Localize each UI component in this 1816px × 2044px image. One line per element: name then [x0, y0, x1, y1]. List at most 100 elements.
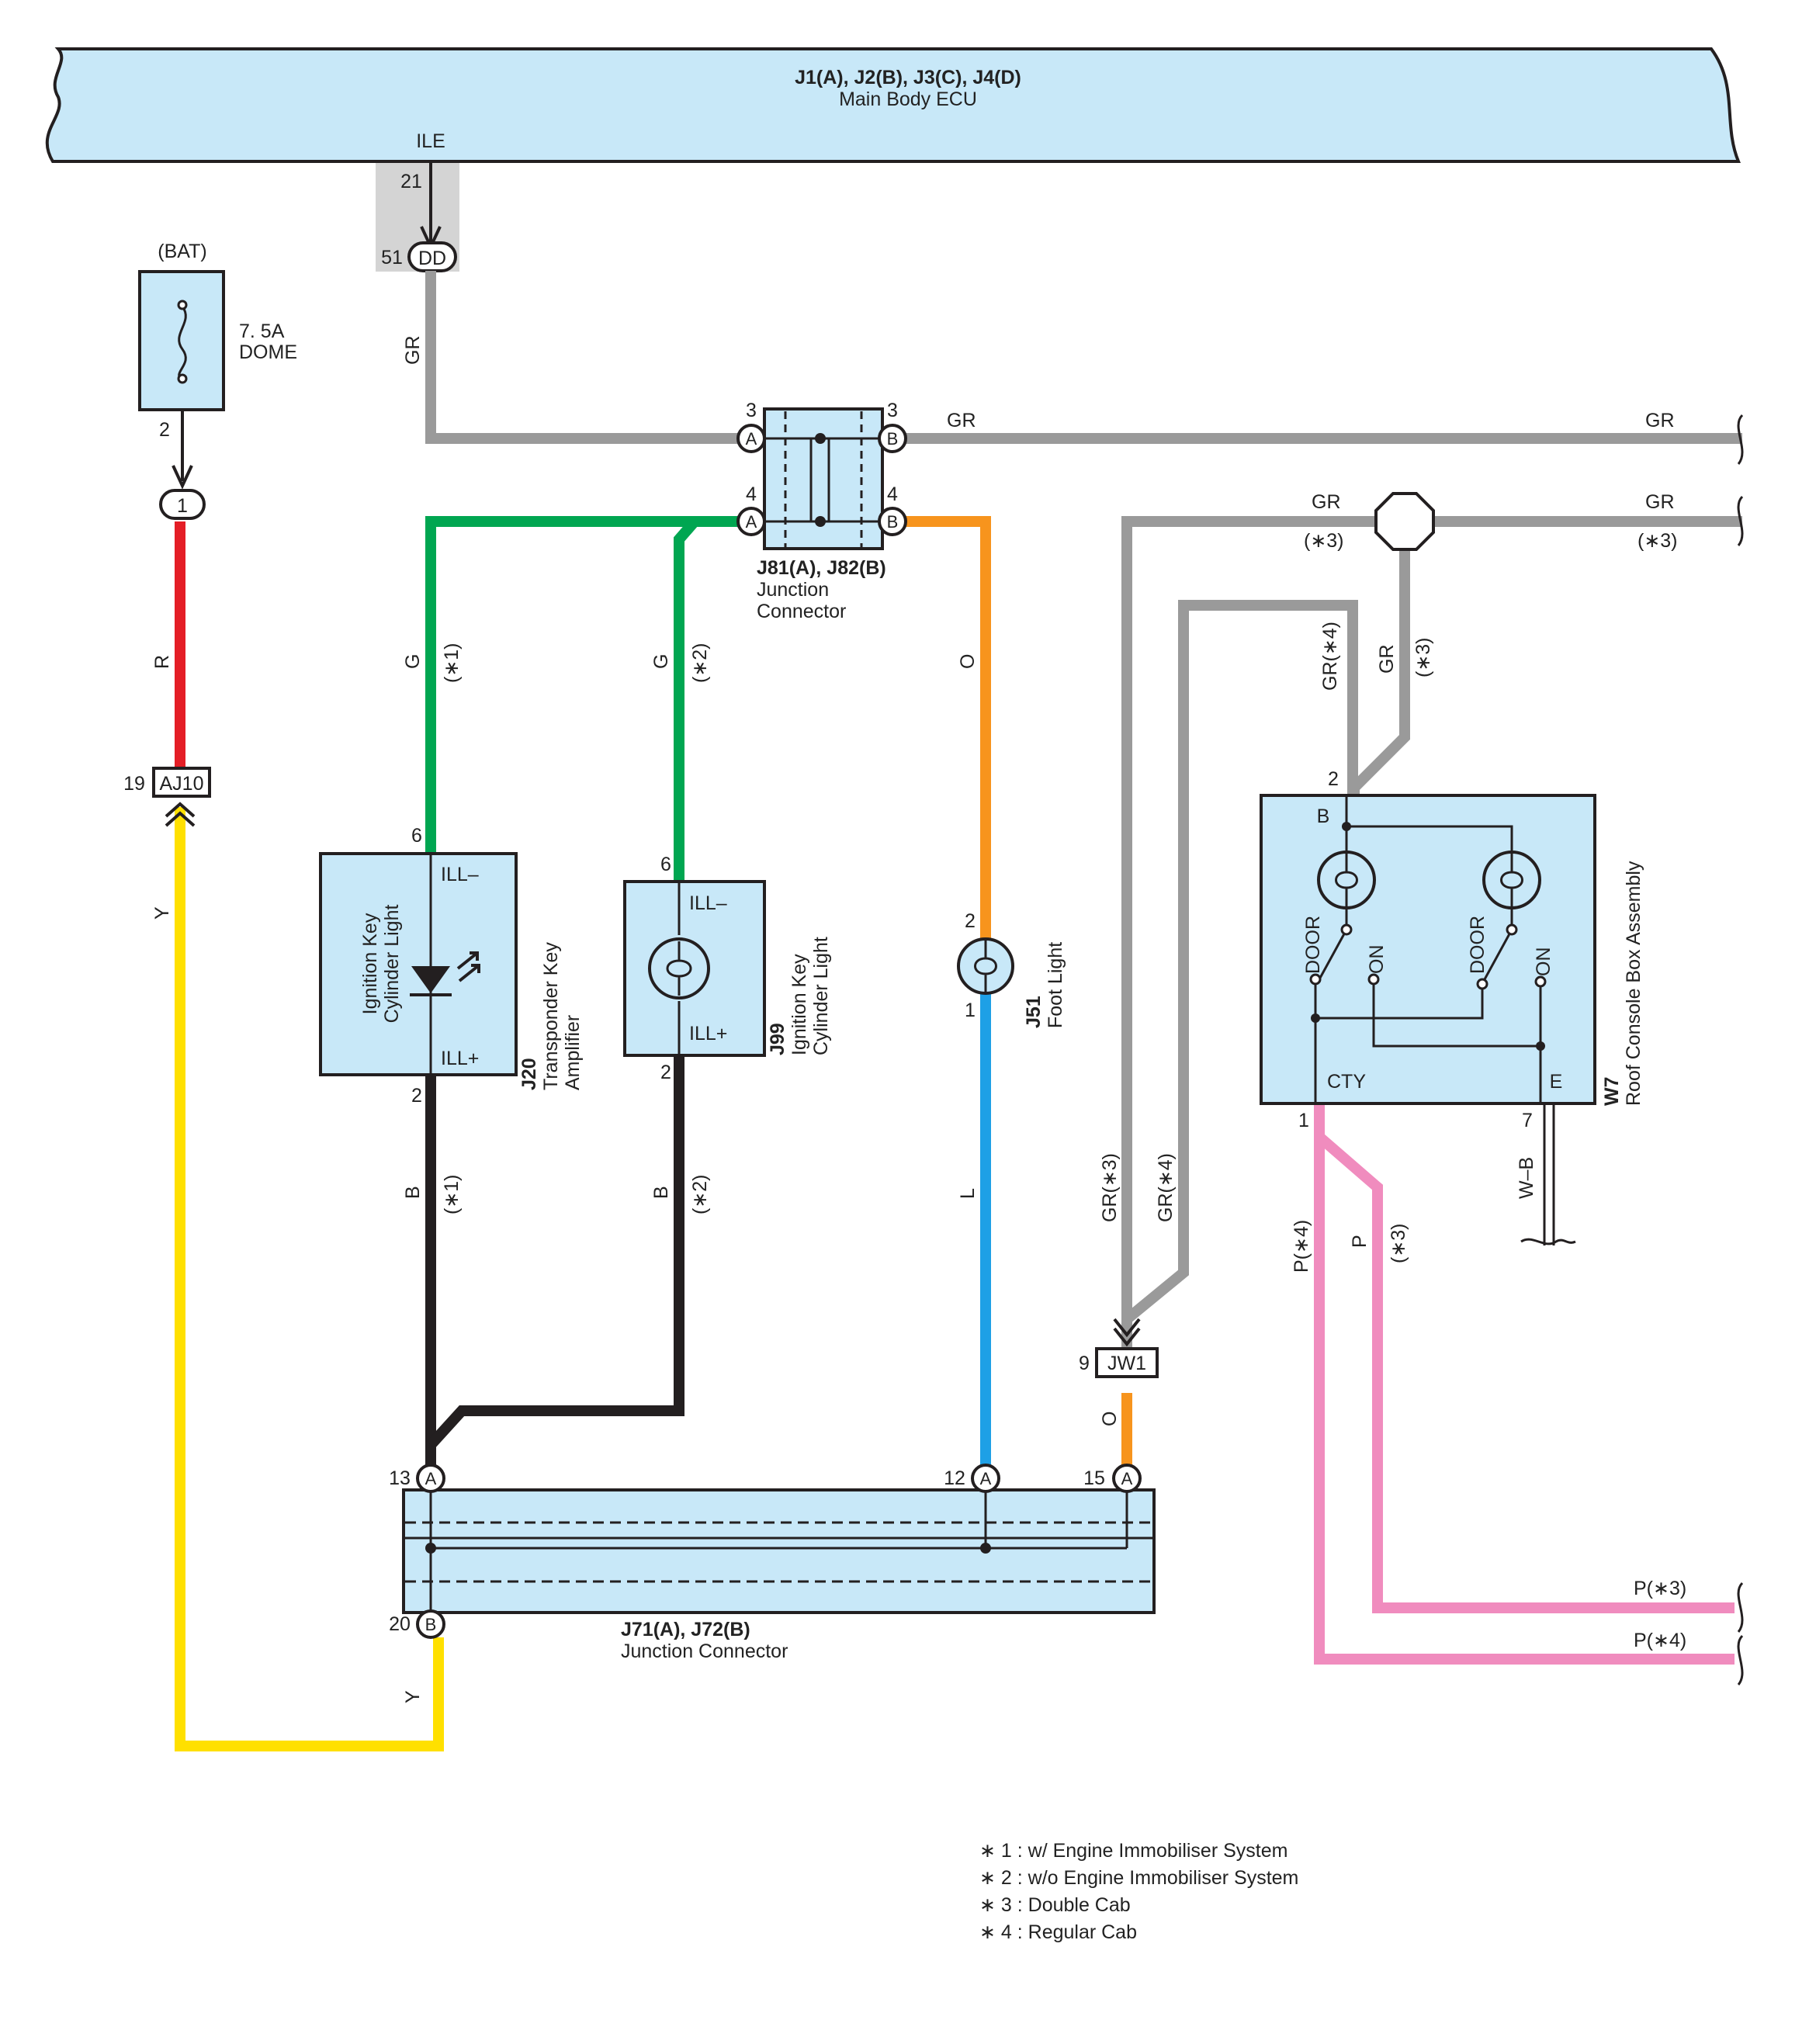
w7-pin-1: 1 — [1298, 1110, 1309, 1131]
w7-pin-2: 2 — [1328, 768, 1339, 790]
wire-gr-end-2 — [1737, 495, 1744, 546]
wire-p-end-1 — [1737, 1582, 1744, 1633]
label-b-2: B — [650, 1186, 672, 1199]
j81-letter-a2: A — [746, 512, 757, 532]
label-y-1: Y — [151, 906, 173, 920]
j20-term-top: ILL– — [441, 864, 479, 885]
label-star1-b: (∗1) — [441, 1174, 463, 1214]
fuse-connector-1-label: 1 — [177, 495, 188, 517]
j99-term-top: ILL– — [689, 892, 727, 914]
w7-term-e: E — [1550, 1071, 1563, 1093]
wire-y — [175, 807, 444, 1751]
w7-pin-7: 7 — [1522, 1110, 1533, 1131]
j99-code: J99 — [767, 1023, 788, 1055]
ecu-pin-21: 21 — [400, 171, 422, 192]
w7-term-cty: CTY — [1327, 1071, 1366, 1093]
label-l: L — [957, 1188, 979, 1199]
j20-name-1: Transponder Key — [540, 942, 562, 1090]
splice-octagon — [1374, 492, 1435, 551]
aj10-pin: 19 — [123, 773, 145, 795]
j81-pin-a3: 3 — [746, 400, 757, 421]
ecu-bar — [45, 47, 1741, 163]
label-p-star3-end: P(∗3) — [1634, 1578, 1686, 1599]
label-g-2: G — [650, 654, 672, 669]
j51-bulb-icon — [957, 937, 1014, 995]
j20-inner-1: Ignition Key — [359, 913, 381, 1014]
legend: ∗ 1 : w/ Engine Immobiliser System ∗ 2 :… — [979, 1840, 1298, 1943]
label-star2-b: (∗2) — [689, 1174, 711, 1214]
j51-pin-top: 2 — [965, 910, 976, 932]
ecu-code: J1(A), J2(B), J3(C), J4(D) — [795, 67, 1021, 88]
w7-term-b: B — [1317, 805, 1330, 827]
label-gr-4: GR — [1645, 491, 1675, 513]
label-p-star4: P(∗4) — [1291, 1220, 1312, 1273]
j81-name-1: Junction — [757, 579, 829, 601]
label-r: R — [151, 655, 173, 669]
j51-name: Foot Light — [1045, 942, 1066, 1028]
j20-code: J20 — [518, 1058, 540, 1090]
legend-item-3: ∗ 3 : Double Cab — [979, 1894, 1131, 1916]
j71-code: J71(A), J72(B) — [621, 1619, 750, 1640]
connector-aj10: 19 AJ10 — [123, 767, 211, 827]
fuse-source: (BAT) — [158, 241, 206, 262]
wire-g — [425, 516, 743, 882]
connector-dd-label: DD — [418, 248, 446, 269]
junction-connector-j71: A A A B 13 12 15 20 J71(A), J72(B) Junct… — [389, 1464, 1156, 1662]
ecu-terminal-ile: ILE — [416, 130, 445, 152]
component-w7: 2 B DOOR ON DOOR ON — [1260, 768, 1644, 1131]
j51-pin-bottom: 1 — [965, 999, 976, 1021]
label-gr-3-star: (∗3) — [1304, 530, 1344, 552]
j71-name: Junction Connector — [621, 1640, 788, 1662]
wire-wb — [1520, 1103, 1576, 1245]
fuse-pin-2: 2 — [159, 419, 170, 441]
legend-item-4: ∗ 4 : Regular Cab — [979, 1921, 1137, 1943]
component-j51: 2 1 J51 Foot Light — [957, 910, 1066, 1028]
component-j20: 6 ILL– ILL+ Ignition Key Cylinder Light … — [319, 825, 584, 1107]
j20-pin-bottom: 2 — [411, 1085, 422, 1107]
j81-pin-a4: 4 — [746, 483, 757, 505]
legend-item-1: ∗ 1 : w/ Engine Immobiliser System — [979, 1840, 1287, 1862]
j99-bulb-icon — [648, 937, 710, 999]
label-gr-star4-w7: GR(∗4) — [1319, 622, 1341, 691]
j20-inner-2: Cylinder Light — [381, 905, 403, 1024]
j71-pin-15: 15 — [1083, 1467, 1105, 1489]
wire-labels: GR GR GR GR (∗3) GR (∗3) GR(∗4) GR (∗3) … — [151, 336, 1686, 1704]
aj10-code: AJ10 — [160, 773, 204, 795]
j81-pin-b3: 3 — [887, 400, 898, 421]
ecu-name: Main Body ECU — [839, 88, 977, 110]
label-gr-w7: GR — [1376, 645, 1398, 674]
label-star3-w7: (∗3) — [1412, 637, 1434, 677]
label-g-1: G — [402, 654, 424, 669]
w7-bulb-left-icon — [1317, 851, 1376, 909]
j81-letter-a1: A — [746, 429, 757, 449]
j51-code: J51 — [1023, 996, 1045, 1028]
label-star3-p: (∗3) — [1388, 1223, 1409, 1263]
connector-jw1: 9 JW1 — [1079, 1318, 1159, 1378]
j99-pin-top: 6 — [660, 854, 671, 875]
wire-p-end-2 — [1737, 1634, 1744, 1685]
label-gr-1: GR — [947, 410, 976, 431]
j71-pin-13: 13 — [389, 1467, 411, 1489]
j20-pin-top: 6 — [411, 825, 422, 847]
j71-letter-b: B — [425, 1615, 437, 1634]
ecu-pin-51: 51 — [381, 247, 403, 268]
label-p: P — [1349, 1235, 1371, 1248]
w7-bulb-right-icon — [1482, 851, 1541, 909]
label-p-star4-end: P(∗4) — [1634, 1630, 1686, 1651]
j81-pin-b4: 4 — [887, 483, 898, 505]
label-gr-star3-jw1: GR(∗3) — [1099, 1153, 1121, 1222]
label-y-2: Y — [402, 1690, 424, 1703]
junction-connector-j81: A B A B 3 3 4 4 J81(A), J82(B) Junction … — [736, 400, 907, 622]
j20-led-icon — [411, 966, 450, 993]
label-wb: W–B — [1516, 1157, 1537, 1199]
legend-item-2: ∗ 2 : w/o Engine Immobiliser System — [979, 1867, 1298, 1889]
j81-code: J81(A), J82(B) — [757, 557, 886, 579]
label-gr-ecu: GR — [402, 336, 424, 365]
label-b-1: B — [402, 1186, 424, 1199]
label-o-jw1: O — [1099, 1412, 1121, 1426]
label-star1-g: (∗1) — [441, 643, 463, 683]
j71-pin-12: 12 — [944, 1467, 965, 1489]
j20-term-bottom: ILL+ — [441, 1048, 479, 1069]
j99-name-1: Ignition Key — [788, 954, 810, 1055]
